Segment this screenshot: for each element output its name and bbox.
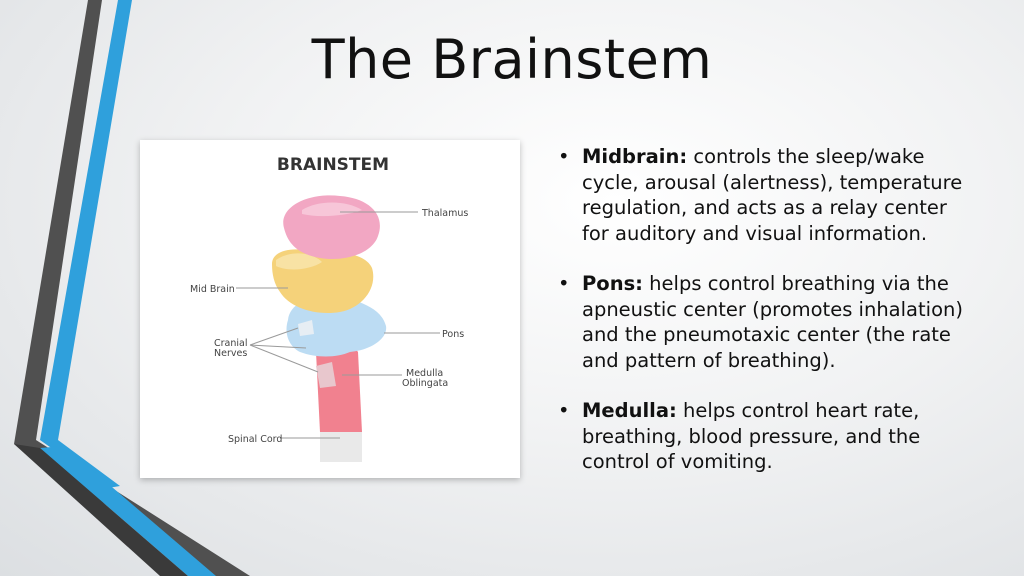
left-blue-stripe — [40, 0, 132, 488]
bullet-marker: • — [558, 145, 570, 168]
bullet-midbrain: • Midbrain: controls the sleep/wake cycl… — [556, 144, 976, 246]
spinal-cord-shape — [320, 430, 362, 462]
figure-heading: BRAINSTEM — [277, 155, 389, 175]
bullet-term: Medulla: — [582, 399, 677, 422]
label-medulla-1: Medulla — [406, 368, 443, 379]
label-cranial-1: Cranial — [214, 338, 247, 349]
bullet-text: controls the sleep/wake cycle, arousal (… — [582, 145, 963, 245]
bullet-marker: • — [558, 272, 570, 295]
label-cranial-2: Nerves — [214, 348, 247, 359]
brainstem-figure: BRAINSTEM Thalamus Mid Brain — [140, 140, 520, 478]
label-pons: Pons — [442, 329, 464, 340]
label-spinal-cord: Spinal Cord — [228, 434, 282, 445]
bullet-term: Midbrain: — [582, 145, 688, 168]
bullet-list: • Midbrain: controls the sleep/wake cycl… — [556, 144, 976, 500]
bottom-blue-stripe — [40, 446, 216, 576]
label-mid-brain: Mid Brain — [190, 284, 235, 295]
brainstem-diagram: BRAINSTEM Thalamus Mid Brain — [190, 155, 468, 462]
slide-title: The Brainstem — [311, 28, 713, 91]
bullet-pons: • Pons: helps control breathing via the … — [556, 271, 976, 373]
label-thalamus: Thalamus — [421, 208, 468, 219]
bullet-marker: • — [558, 399, 570, 422]
midbrain-highlight — [276, 253, 322, 270]
bottom-dark-stripe — [14, 444, 188, 576]
bullet-text: helps control heart rate, breathing, blo… — [582, 399, 921, 473]
thalamus-highlight — [302, 202, 362, 217]
bullet-term: Pons: — [582, 272, 643, 295]
cranial-nerve-tab-upper — [298, 320, 314, 336]
cranial-nerve-tab-lower — [316, 362, 336, 388]
leader-lines — [236, 211, 440, 439]
bullet-medulla: • Medulla: helps control heart rate, bre… — [556, 398, 976, 475]
bullet-text: helps control breathing via the apneusti… — [582, 272, 963, 372]
left-dark-stripe — [14, 0, 250, 576]
label-medulla-2: Oblingata — [402, 378, 448, 389]
